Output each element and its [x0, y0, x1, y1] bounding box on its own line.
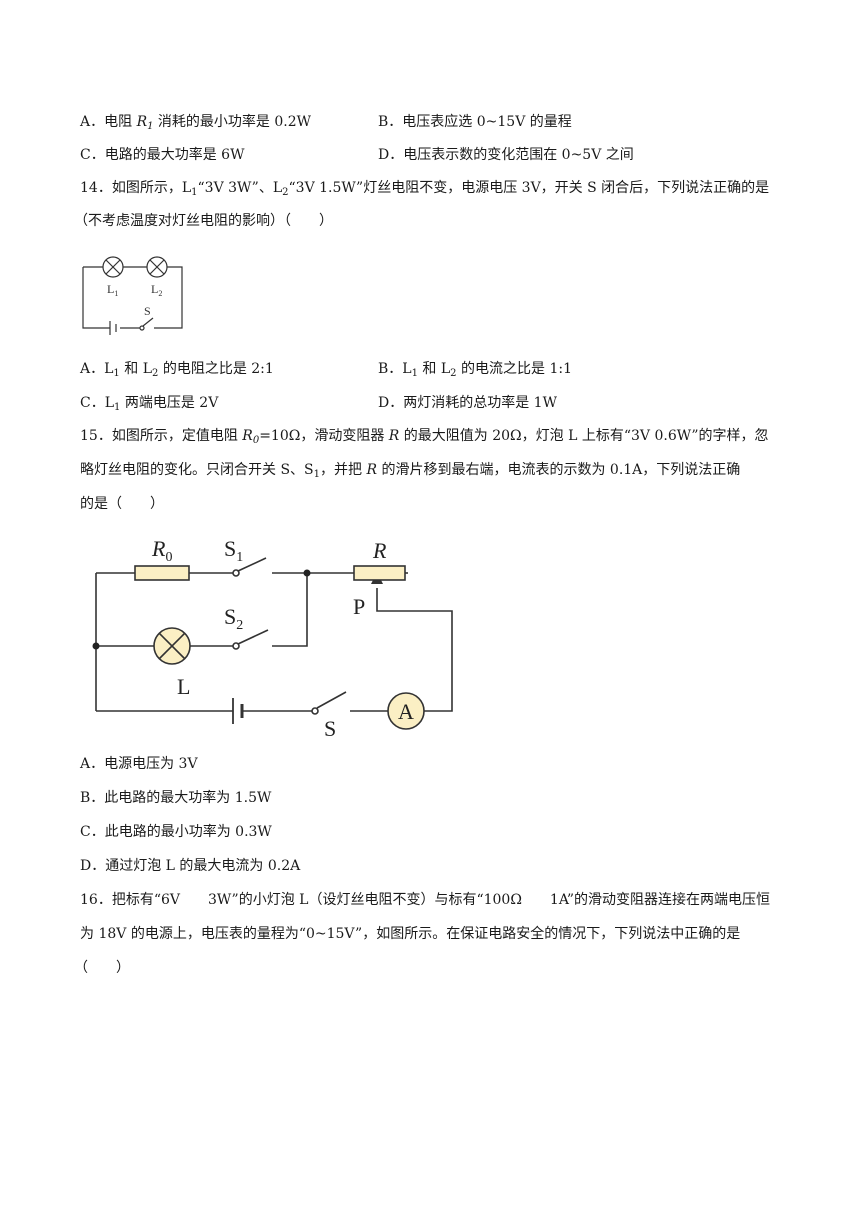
ammeter-icon: A	[387, 692, 425, 730]
q14-option-a: A．L1 和 L2 的电阻之比是 2:1	[80, 361, 274, 379]
q14-stem-line1: 14．如图所示，L1“3V 3W”、L2“3V 1.5W”灯丝电阻不变，电源电压…	[80, 180, 770, 198]
q13-option-a: A．电阻 R1 消耗的最小功率是 0.2W	[80, 114, 312, 132]
q16-stem-line2: 为 18V 的电源上，电压表的量程为“0~15V”，如图所示。在保证电路安全的情…	[80, 926, 741, 942]
q13-option-d: D．电压表示数的变化范围在 0~5V 之间	[378, 147, 634, 163]
resistor-r0-icon	[134, 565, 190, 581]
q14-stem-line2: （不考虑温度对灯丝电阻的影响）（ ）	[74, 213, 333, 229]
q14-option-b: B．L1 和 L2 的电流之比是 1:1	[378, 361, 572, 379]
q15-stem-line2: 略灯丝电阻的变化。只闭合开关 S、S1，并把 R 的滑片移到最右端，电流表的示数…	[80, 462, 741, 480]
lamp-l2-icon	[146, 256, 168, 278]
q15-stem-line1: 15．如图所示，定值电阻 R0=10Ω，滑动变阻器 R 的最大阻值为 20Ω，灯…	[80, 428, 769, 446]
q16-stem-line3: （ ）	[74, 960, 130, 976]
label-lamp: L	[177, 674, 190, 699]
label-l1: L1	[107, 282, 118, 298]
q15-option-a: A．电源电压为 3V	[80, 756, 198, 772]
label-r0: R0	[151, 536, 172, 565]
lamp-l1-icon	[102, 256, 124, 278]
label-switch-s: S	[324, 716, 336, 740]
ammeter-label: A	[398, 699, 414, 724]
label-switch: S	[144, 304, 151, 318]
lamp-l-icon	[153, 627, 191, 665]
label-p: P	[353, 594, 365, 619]
junction-dot	[303, 569, 311, 577]
q16-stem-line1: 16．把标有“6V 3W”的小灯泡 L（设灯丝电阻不变）与标有“100Ω 1A”…	[80, 892, 771, 908]
q14-option-d: D．两灯消耗的总功率是 1W	[378, 395, 557, 411]
q15-option-b: B．此电路的最大功率为 1.5W	[80, 790, 272, 806]
label-r: R	[372, 538, 387, 563]
q15-option-d: D．通过灯泡 L 的最大电流为 0.2A	[80, 858, 301, 874]
label-l2: L2	[151, 282, 162, 298]
q15-stem-line3: 的是（ ）	[80, 496, 164, 512]
q15-option-c: C．此电路的最小功率为 0.3W	[80, 824, 272, 840]
junction-dot	[92, 642, 100, 650]
q14-circuit-diagram: L1 L2 S	[82, 256, 183, 335]
label-s1: S1	[224, 536, 243, 565]
rheostat-r-icon	[353, 565, 406, 581]
q14-option-c: C．L1 两端电压是 2V	[80, 395, 219, 413]
q13-option-b: B．电压表应选 0~15V 的量程	[378, 114, 572, 130]
label-s2: S2	[224, 604, 243, 633]
q13-option-c: C．电路的最大功率是 6W	[80, 147, 245, 163]
q15-circuit-diagram: A R0 S1 R P S2 L S	[92, 536, 453, 740]
